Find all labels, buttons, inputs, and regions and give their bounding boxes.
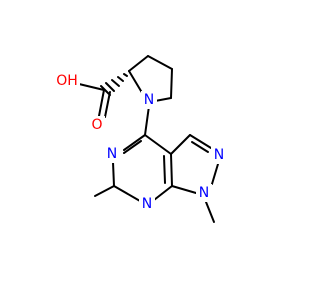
bond-c3a-c3 [170,134,191,155]
bond-n1-methyl [205,201,215,223]
stereo-hashed-wedge [100,70,130,96]
bond-c4-n5 [123,134,146,151]
bond-c-oh [78,83,105,91]
bond-c4-n5-inner [123,140,142,154]
bond-c7a-c3a-inner [163,155,166,184]
bond-c2-c3 [128,55,149,72]
atom-pyrazole-n2: N [214,147,224,163]
molecule-structure: OH O N N N N N [56,55,225,223]
bond-c3-c4 [147,55,173,70]
bond-n5-c6 [112,161,115,187]
bond-c3-n2-inner [191,141,209,153]
bond-n1-c7a [171,185,197,194]
bond-n1-c4 [144,105,150,136]
bond-n2-n1 [211,163,219,185]
bond-c3a-c4 [144,134,172,155]
atom-pyrrolidine-n: N [144,92,154,108]
bond-c5-n1 [154,97,172,102]
bond-n7-c7a [153,185,173,201]
atom-pyrimidine-n7: N [142,196,152,212]
bond-c-o-double-a [98,89,105,117]
bond-c3-n2 [189,134,212,149]
bond-c-o-double-b [104,91,111,118]
atom-pyrimidine-n5: N [107,146,117,162]
bond-c7a-c3a [170,153,173,187]
atom-carbonyl-o: O [91,117,102,133]
bond-c6-methyl [94,185,115,197]
atom-pyrazole-n1: N [199,185,209,201]
bond-c4-c5 [170,68,173,99]
atom-hydroxyl-oh: OH [56,73,78,89]
bond-c6-n7 [113,185,141,202]
